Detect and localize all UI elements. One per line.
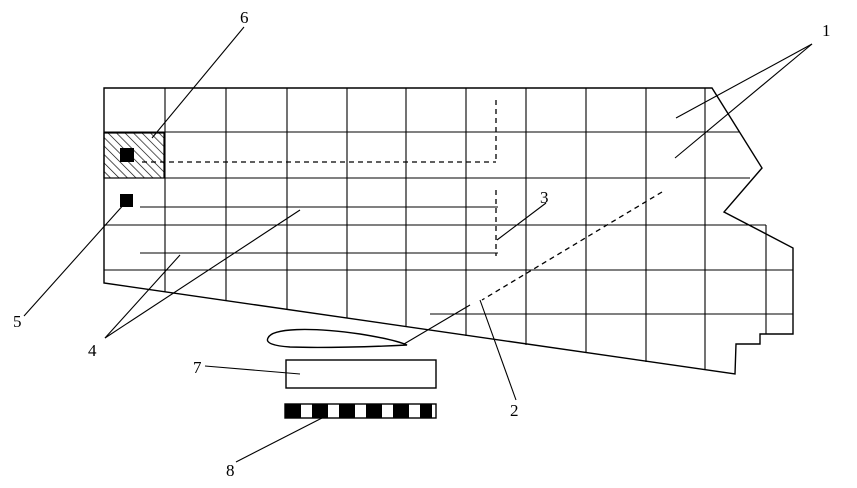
plain-rectangle xyxy=(285,359,437,389)
grid-vertical-lines xyxy=(164,88,767,370)
marker-square-upper xyxy=(120,148,134,162)
label-3: 3 xyxy=(540,188,549,207)
label-2: 2 xyxy=(510,401,519,420)
label-7: 7 xyxy=(193,358,202,377)
checkered-bar xyxy=(284,403,437,419)
leader-lines xyxy=(23,26,813,463)
label-6: 6 xyxy=(240,8,249,27)
grid-horizontal-lines xyxy=(104,131,793,315)
label-4: 4 xyxy=(88,341,97,360)
parallel-tracks xyxy=(140,206,498,254)
marker-square-lower xyxy=(120,194,133,207)
checkered-bar-blocks xyxy=(285,404,432,418)
dashed-paths xyxy=(142,100,663,301)
label-5: 5 xyxy=(13,312,22,331)
label-1: 1 xyxy=(822,21,831,40)
label-8: 8 xyxy=(226,461,235,480)
elongated-basin xyxy=(266,328,408,349)
plan-outline xyxy=(103,87,794,375)
